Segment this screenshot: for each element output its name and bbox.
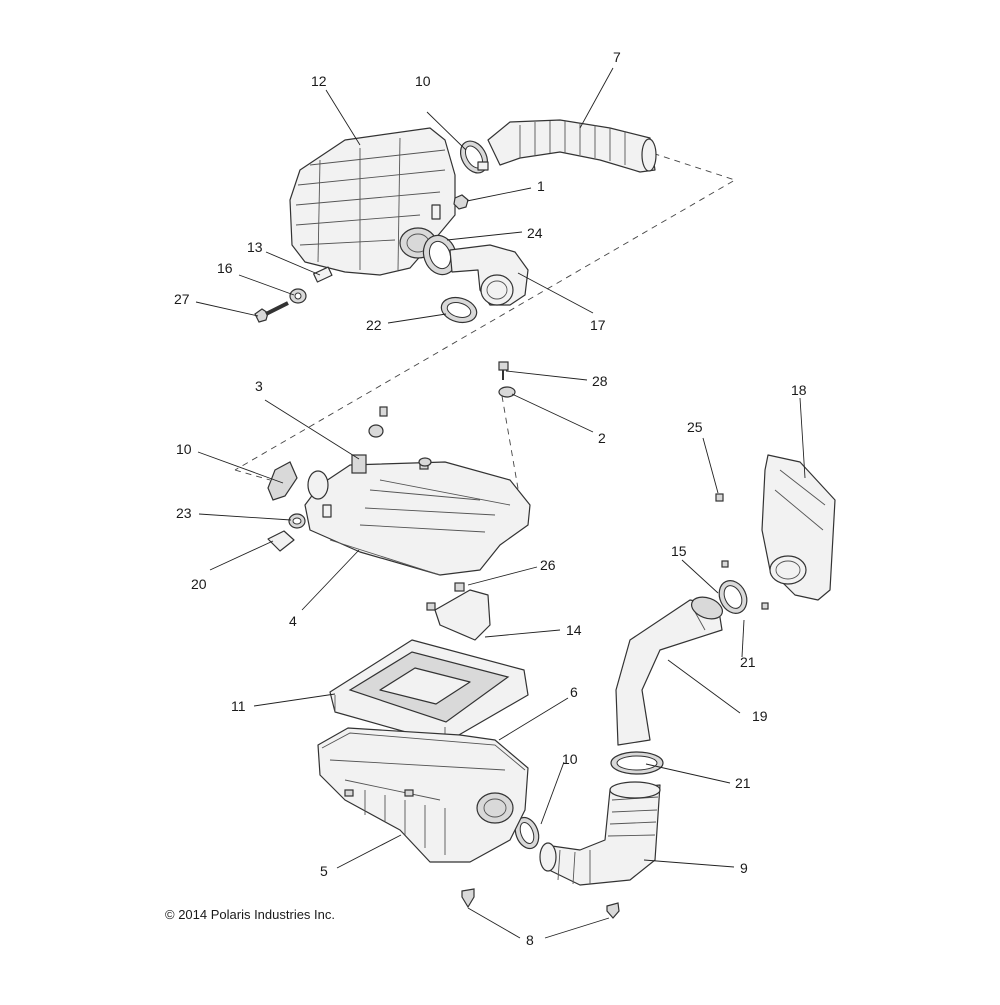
callout-24: 24 — [527, 225, 543, 241]
lid-screws — [368, 406, 432, 470]
airbox-lid-part-3 — [304, 454, 531, 576]
spacer-part-13 — [313, 266, 333, 283]
washer-part-16 — [289, 288, 307, 304]
callout-7: 7 — [613, 49, 621, 65]
callout-26: 26 — [540, 557, 556, 573]
clamp-part-15 — [718, 580, 748, 614]
intake-duct-part-7 — [487, 119, 657, 173]
callout-3: 3 — [255, 378, 263, 394]
drain-cap-part-20 — [267, 530, 295, 552]
callout-25: 25 — [687, 419, 703, 435]
callout-19: 19 — [752, 708, 768, 724]
airbox-rim-part-6 — [321, 732, 526, 771]
drain-plug-part-8 — [461, 888, 620, 919]
hose-clamp-part-10-mid — [267, 461, 329, 501]
callout-16: 16 — [217, 260, 233, 276]
bracket-part-14 — [426, 589, 491, 641]
elbow-duct-part-17 — [449, 244, 529, 306]
leader-lines — [195, 67, 806, 939]
callout-10-top: 10 — [415, 73, 431, 89]
air-filter-part-11 — [329, 639, 529, 744]
callout-20: 20 — [191, 576, 207, 592]
callout-10-bottom: 10 — [562, 751, 578, 767]
callout-27: 27 — [174, 291, 190, 307]
callout-labels: 12 10 7 1 24 13 16 27 22 17 28 2 3 10 23… — [174, 49, 807, 948]
callout-22: 22 — [366, 317, 382, 333]
callout-14: 14 — [566, 622, 582, 638]
callout-18: 18 — [791, 382, 807, 398]
callout-8: 8 — [526, 932, 534, 948]
callout-15: 15 — [671, 543, 687, 559]
screw-part-25 — [715, 493, 769, 610]
hose-clamp-part-10-top — [459, 140, 489, 174]
callout-12: 12 — [311, 73, 327, 89]
screw-part-28 — [498, 361, 509, 380]
callout-23: 23 — [176, 505, 192, 521]
callout-13: 13 — [247, 239, 263, 255]
callout-5: 5 — [320, 863, 328, 879]
callout-21-lower: 21 — [735, 775, 751, 791]
callout-28: 28 — [592, 373, 608, 389]
callout-1: 1 — [537, 178, 545, 194]
callout-6: 6 — [570, 684, 578, 700]
hose-clamp-part-22 — [440, 296, 478, 324]
callout-11: 11 — [231, 698, 246, 714]
airbox-cover-part-12 — [289, 127, 456, 276]
clamp-part-23 — [288, 513, 306, 529]
hose-clamp-part-10-bottom — [514, 816, 540, 850]
airbox-base-part-5 — [317, 727, 529, 863]
callout-10-mid: 10 — [176, 441, 192, 457]
corrugated-duct-part-9 — [539, 781, 661, 886]
bolt-part-26 — [454, 582, 465, 592]
callout-4: 4 — [289, 613, 297, 629]
inlet-cover-part-18 — [761, 454, 836, 601]
callout-21-upper: 21 — [740, 654, 756, 670]
clamp-part-21-lower — [610, 751, 664, 775]
push-rivet-part-2 — [498, 386, 516, 398]
bolt-part-27 — [254, 301, 289, 323]
callout-9: 9 — [740, 860, 748, 876]
intake-hose-part-19 — [615, 596, 724, 746]
callout-17: 17 — [590, 317, 606, 333]
hose-clamp-part-24 — [422, 234, 458, 276]
nut-part-1 — [453, 194, 469, 210]
callout-2: 2 — [598, 430, 606, 446]
copyright-notice: © 2014 Polaris Industries Inc. — [165, 907, 335, 922]
